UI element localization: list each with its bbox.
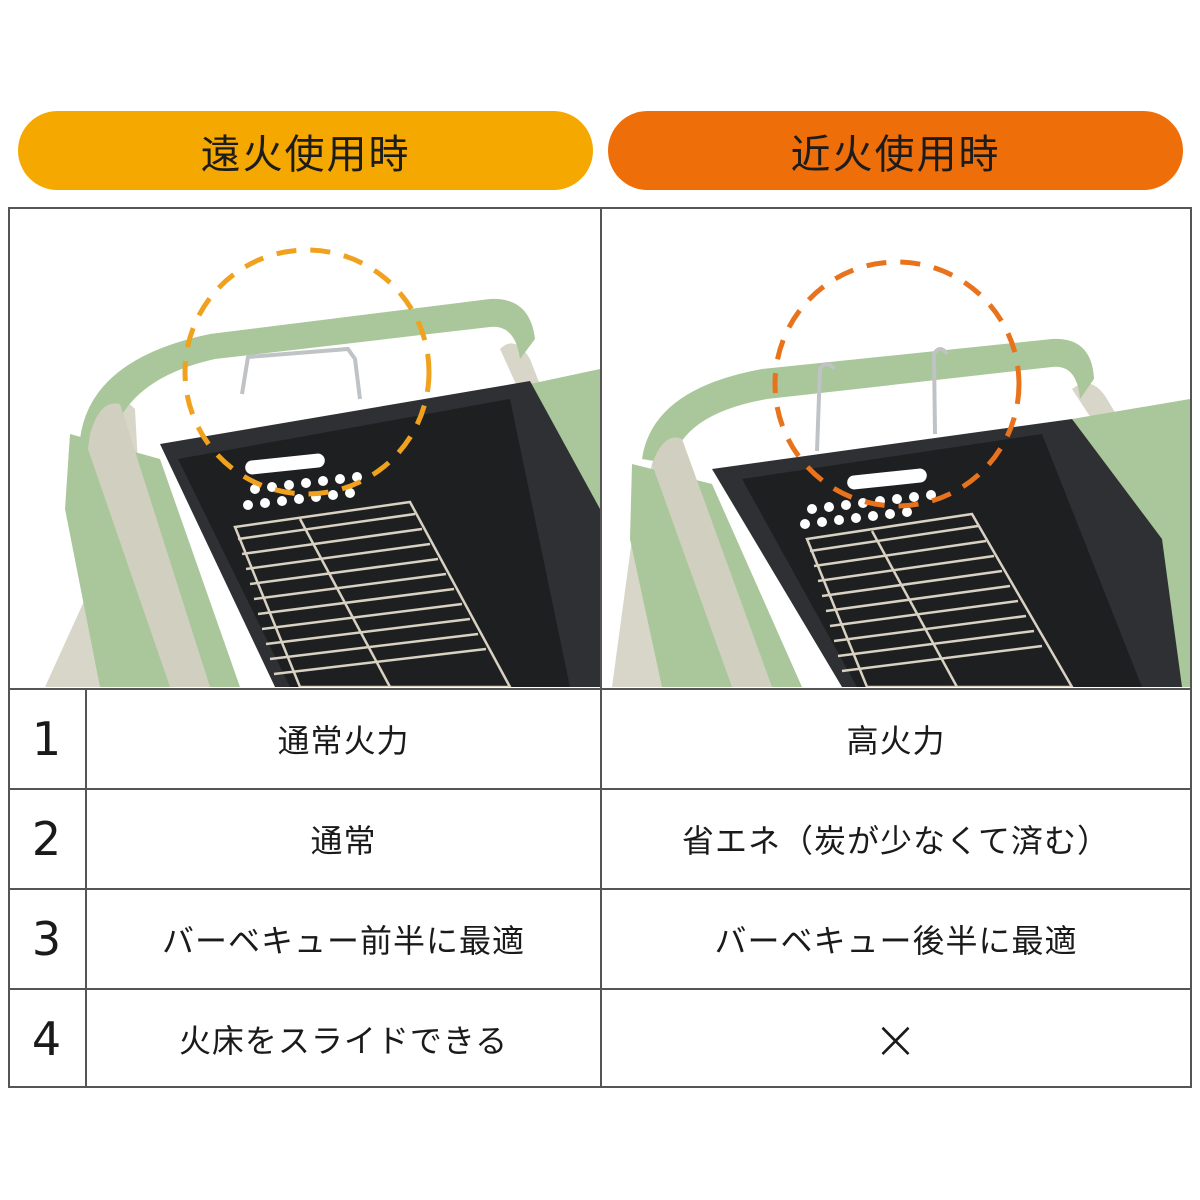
far-fire-cell: 通常火力	[277, 722, 410, 760]
table-row: 2 通常 省エネ（炭が少なくて済む）	[8, 788, 1192, 888]
far-fire-cell: 火床をスライドできる	[178, 1022, 509, 1060]
far-fire-cell: バーベキュー前半に最適	[161, 922, 525, 960]
row-number: 3	[8, 890, 87, 988]
near-fire-header: 近火使用時	[608, 111, 1183, 190]
row-number: 4	[8, 990, 87, 1088]
table-row: 1 通常火力 高火力	[8, 688, 1192, 788]
grill-illustration-near	[602, 209, 1190, 687]
near-fire-cell: 省エネ（炭が少なくて済む）	[681, 822, 1111, 860]
column-divider	[600, 207, 602, 1088]
not-available-cross-icon: ×	[872, 1007, 920, 1071]
near-fire-product-image	[602, 209, 1190, 687]
far-fire-cell: 通常	[310, 822, 377, 860]
near-fire-header-label: 近火使用時	[790, 131, 1001, 178]
table-row: 4 火床をスライドできる ×	[8, 988, 1192, 1088]
grill-illustration-far	[10, 209, 600, 687]
table-row: 3 バーベキュー前半に最適 バーベキュー後半に最適	[8, 888, 1192, 988]
far-fire-product-image	[10, 209, 600, 687]
row-number: 1	[8, 690, 87, 788]
far-fire-header-label: 遠火使用時	[200, 131, 411, 178]
row-number: 2	[8, 790, 87, 888]
near-fire-cell: バーベキュー後半に最適	[714, 922, 1078, 960]
far-fire-header: 遠火使用時	[18, 111, 593, 190]
near-fire-cell: 高火力	[846, 722, 946, 760]
